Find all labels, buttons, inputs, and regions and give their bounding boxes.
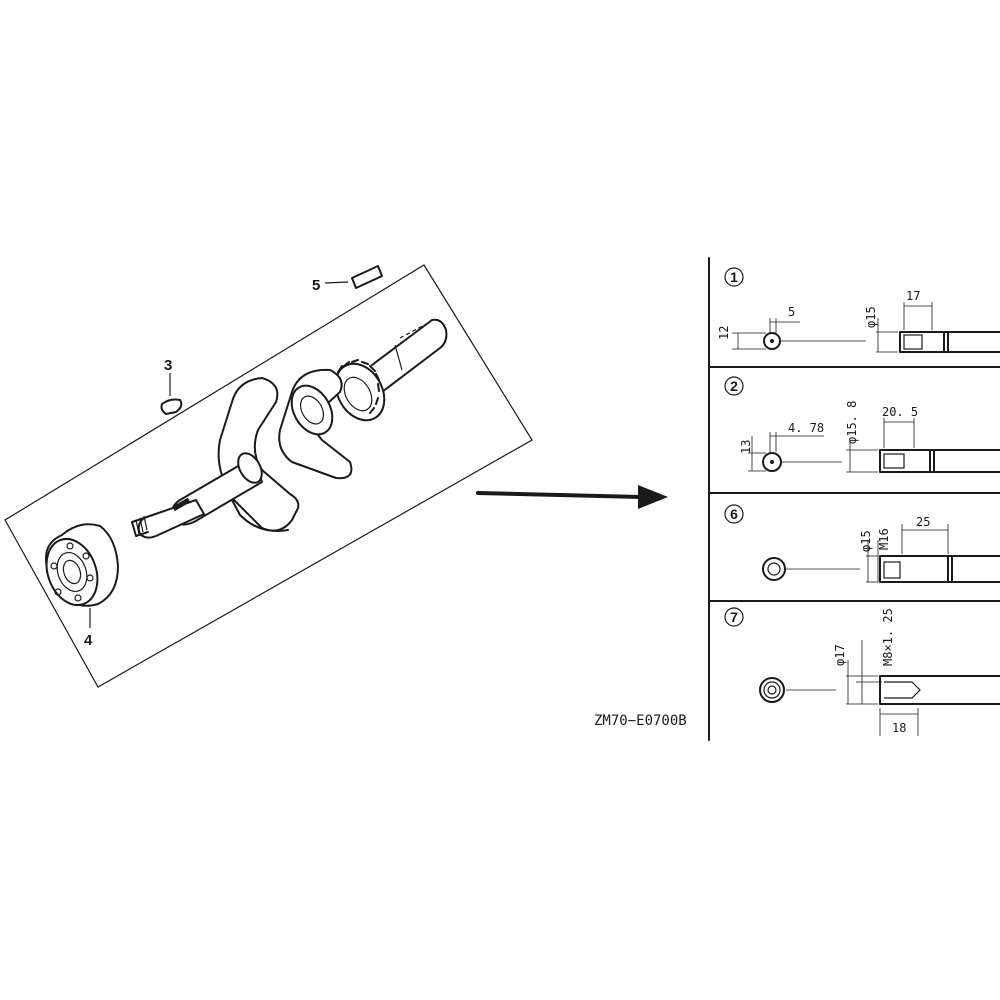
variant-number-badge bbox=[724, 267, 744, 287]
crankshaft-timing-gear bbox=[334, 359, 386, 422]
variant-panel-7: 7 φ17 M8×1. 25 18 bbox=[724, 607, 1000, 736]
callout-4: 4 bbox=[84, 632, 93, 649]
variant-panel-6: 6 φ15 M16 25 bbox=[724, 504, 1000, 583]
exploded-view: 5 3 4 bbox=[4, 264, 533, 688]
dimension-label: φ15. 8 bbox=[845, 401, 859, 444]
variant-number: 2 bbox=[730, 378, 738, 394]
ball-bearing-part-4 bbox=[45, 523, 119, 607]
dimension-label: φ15 bbox=[864, 306, 878, 328]
crankshaft-front-journal bbox=[137, 452, 263, 539]
dimension-label: 18 bbox=[892, 721, 906, 735]
dimension-label: 17 bbox=[906, 289, 920, 303]
shaft-end-view bbox=[762, 557, 786, 581]
crankshaft-rear-journal bbox=[371, 318, 448, 393]
leader-line-5 bbox=[324, 281, 349, 284]
dimension-label: φ15 bbox=[859, 530, 873, 552]
variant-number-badge bbox=[724, 504, 744, 524]
crankshaft-counterweight bbox=[217, 368, 353, 532]
variant-panels: 1 12 5 φ15 17 bbox=[708, 257, 1000, 741]
parts-boundary-box bbox=[4, 264, 533, 688]
dimension-label: φ17 bbox=[833, 644, 847, 666]
drawing-code: ZM70−E0700B bbox=[594, 713, 687, 729]
variant-panel-1: 1 12 5 φ15 17 bbox=[717, 267, 1000, 353]
woodruff-key-part-3 bbox=[160, 398, 183, 415]
dimension-label: M8×1. 25 bbox=[881, 608, 895, 666]
dimension-label: 20. 5 bbox=[882, 405, 918, 419]
dimension-label: 5 bbox=[788, 305, 795, 319]
woodruff-key-part-5 bbox=[351, 265, 383, 289]
dimension-label: 4. 78 bbox=[788, 421, 824, 435]
variant-panel-2: 2 13 4. 78 φ15. 8 20. 5 bbox=[724, 376, 1000, 473]
dimension-label: M16 bbox=[877, 528, 891, 550]
dimension-label: 25 bbox=[916, 515, 930, 529]
callout-5: 5 bbox=[312, 277, 320, 294]
crankshaft-threaded-end bbox=[131, 515, 149, 537]
callout-3: 3 bbox=[164, 357, 172, 374]
dimension-label: 12 bbox=[717, 326, 731, 340]
direction-arrow bbox=[476, 485, 668, 509]
variant-number-badge bbox=[724, 607, 744, 627]
variant-number: 7 bbox=[730, 609, 738, 625]
variant-number-badge bbox=[724, 376, 744, 396]
variant-number: 1 bbox=[730, 269, 738, 285]
variant-number: 6 bbox=[730, 506, 738, 522]
dimension-label: 13 bbox=[739, 440, 753, 454]
